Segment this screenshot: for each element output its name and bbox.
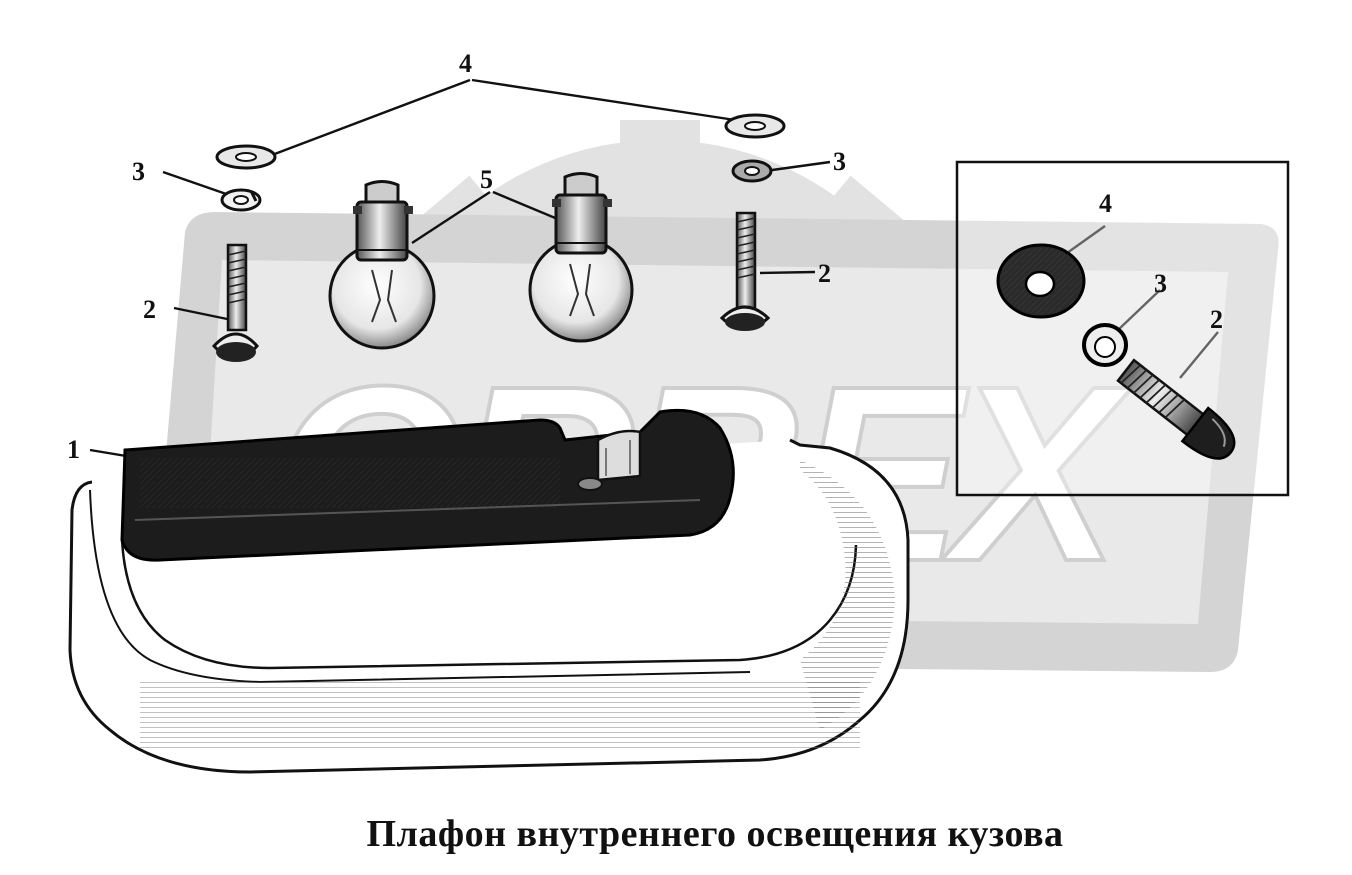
- callout-3-right: 3: [833, 147, 846, 176]
- inset-detail: [955, 160, 1290, 497]
- lock-washer-right: [731, 159, 773, 183]
- bulb-right: [528, 172, 634, 343]
- inset-lock-washer: [1082, 323, 1128, 367]
- lamp-base: [120, 408, 735, 562]
- callout-2-right: 2: [818, 259, 831, 288]
- callout-4-inset: 4: [1099, 189, 1112, 218]
- callout-4-top: 4: [459, 49, 472, 78]
- bulb-left: [328, 180, 436, 350]
- screw-right: [719, 211, 771, 331]
- callout-3-inset: 3: [1154, 269, 1167, 298]
- callout-3-left: 3: [132, 157, 145, 186]
- callout-2-inset: 2: [1210, 305, 1223, 334]
- diagram-caption: Плафон внутреннего освещения кузова: [366, 813, 1064, 855]
- washer-right: [724, 113, 786, 139]
- lock-washer-left: [220, 188, 262, 212]
- screw-left: [211, 243, 259, 362]
- inset-screw: [1116, 358, 1236, 460]
- callout-5: 5: [480, 165, 493, 194]
- leader-lines: [89, 78, 1219, 459]
- callout-2-left: 2: [143, 295, 156, 324]
- callout-1: 1: [67, 435, 80, 464]
- callout-labels: 4 3 5 3 2 2 1 4 3 2: [67, 49, 1223, 464]
- washer-left: [215, 144, 277, 170]
- inset-washer: [996, 243, 1086, 319]
